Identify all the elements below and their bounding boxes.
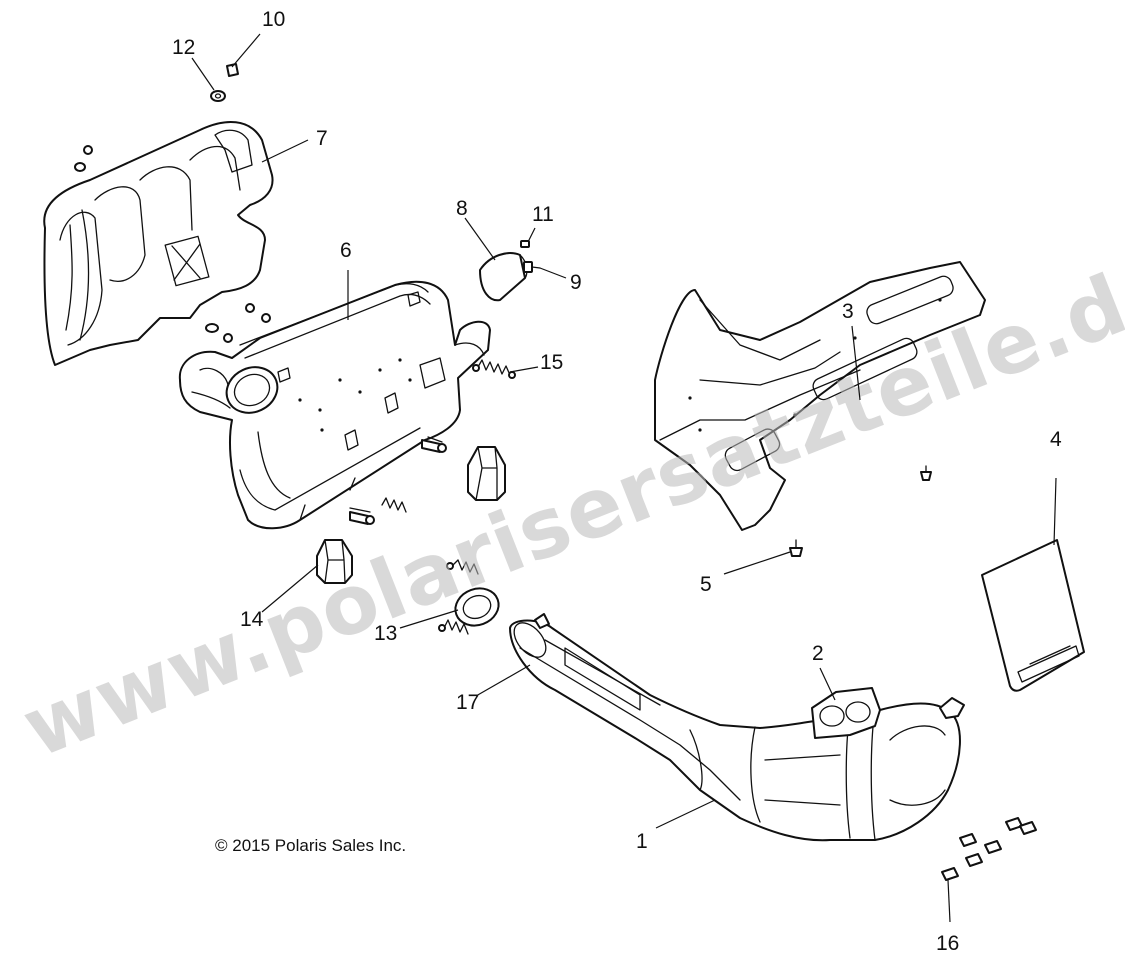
callout-4: 4 [1050, 428, 1062, 451]
callout-3: 3 [842, 300, 854, 323]
callout-15: 15 [540, 351, 563, 374]
callout-13: 13 [374, 622, 397, 645]
spring-13a [446, 559, 479, 575]
exhaust-gasket [811, 687, 881, 739]
muffler-studs [349, 439, 447, 525]
heat-shield-upper [43, 120, 274, 366]
callout-8: 8 [456, 197, 468, 220]
spring-muffler [381, 497, 407, 513]
push-rivet-upper [920, 465, 932, 481]
bolt-10 [226, 63, 239, 77]
spring-13b [438, 619, 469, 635]
bolt-group-16 [941, 817, 1037, 881]
heat-shield-lower [654, 261, 986, 531]
heat-shield-fasteners [74, 145, 271, 343]
callout-10: 10 [262, 8, 285, 31]
callout-1: 1 [636, 830, 648, 853]
screw-9 [523, 261, 541, 273]
callout-16: 16 [936, 932, 959, 955]
muffler [178, 280, 491, 530]
exhaust-tip-cap [479, 252, 528, 302]
callout-12: 12 [172, 36, 195, 59]
spring-15 [472, 359, 516, 379]
callout-6: 6 [340, 239, 352, 262]
callout-14: 14 [240, 608, 264, 631]
head-pipe [509, 613, 965, 842]
washer-12 [210, 90, 226, 102]
copyright-text: © 2015 Polaris Sales Inc. [215, 836, 406, 855]
push-rivet-5 [789, 539, 803, 557]
isolator-left [316, 539, 353, 584]
clip-11 [520, 240, 530, 248]
callout-2: 2 [812, 642, 824, 665]
leader-lines [191, 33, 1057, 923]
callout-7: 7 [316, 127, 328, 150]
callout-11: 11 [532, 203, 554, 226]
callout-9: 9 [570, 271, 582, 294]
gasket-ring [454, 587, 500, 627]
isolator-right [467, 446, 506, 501]
heat-shield-panel [981, 539, 1085, 692]
callout-17: 17 [456, 691, 479, 714]
callout-5: 5 [700, 573, 712, 596]
